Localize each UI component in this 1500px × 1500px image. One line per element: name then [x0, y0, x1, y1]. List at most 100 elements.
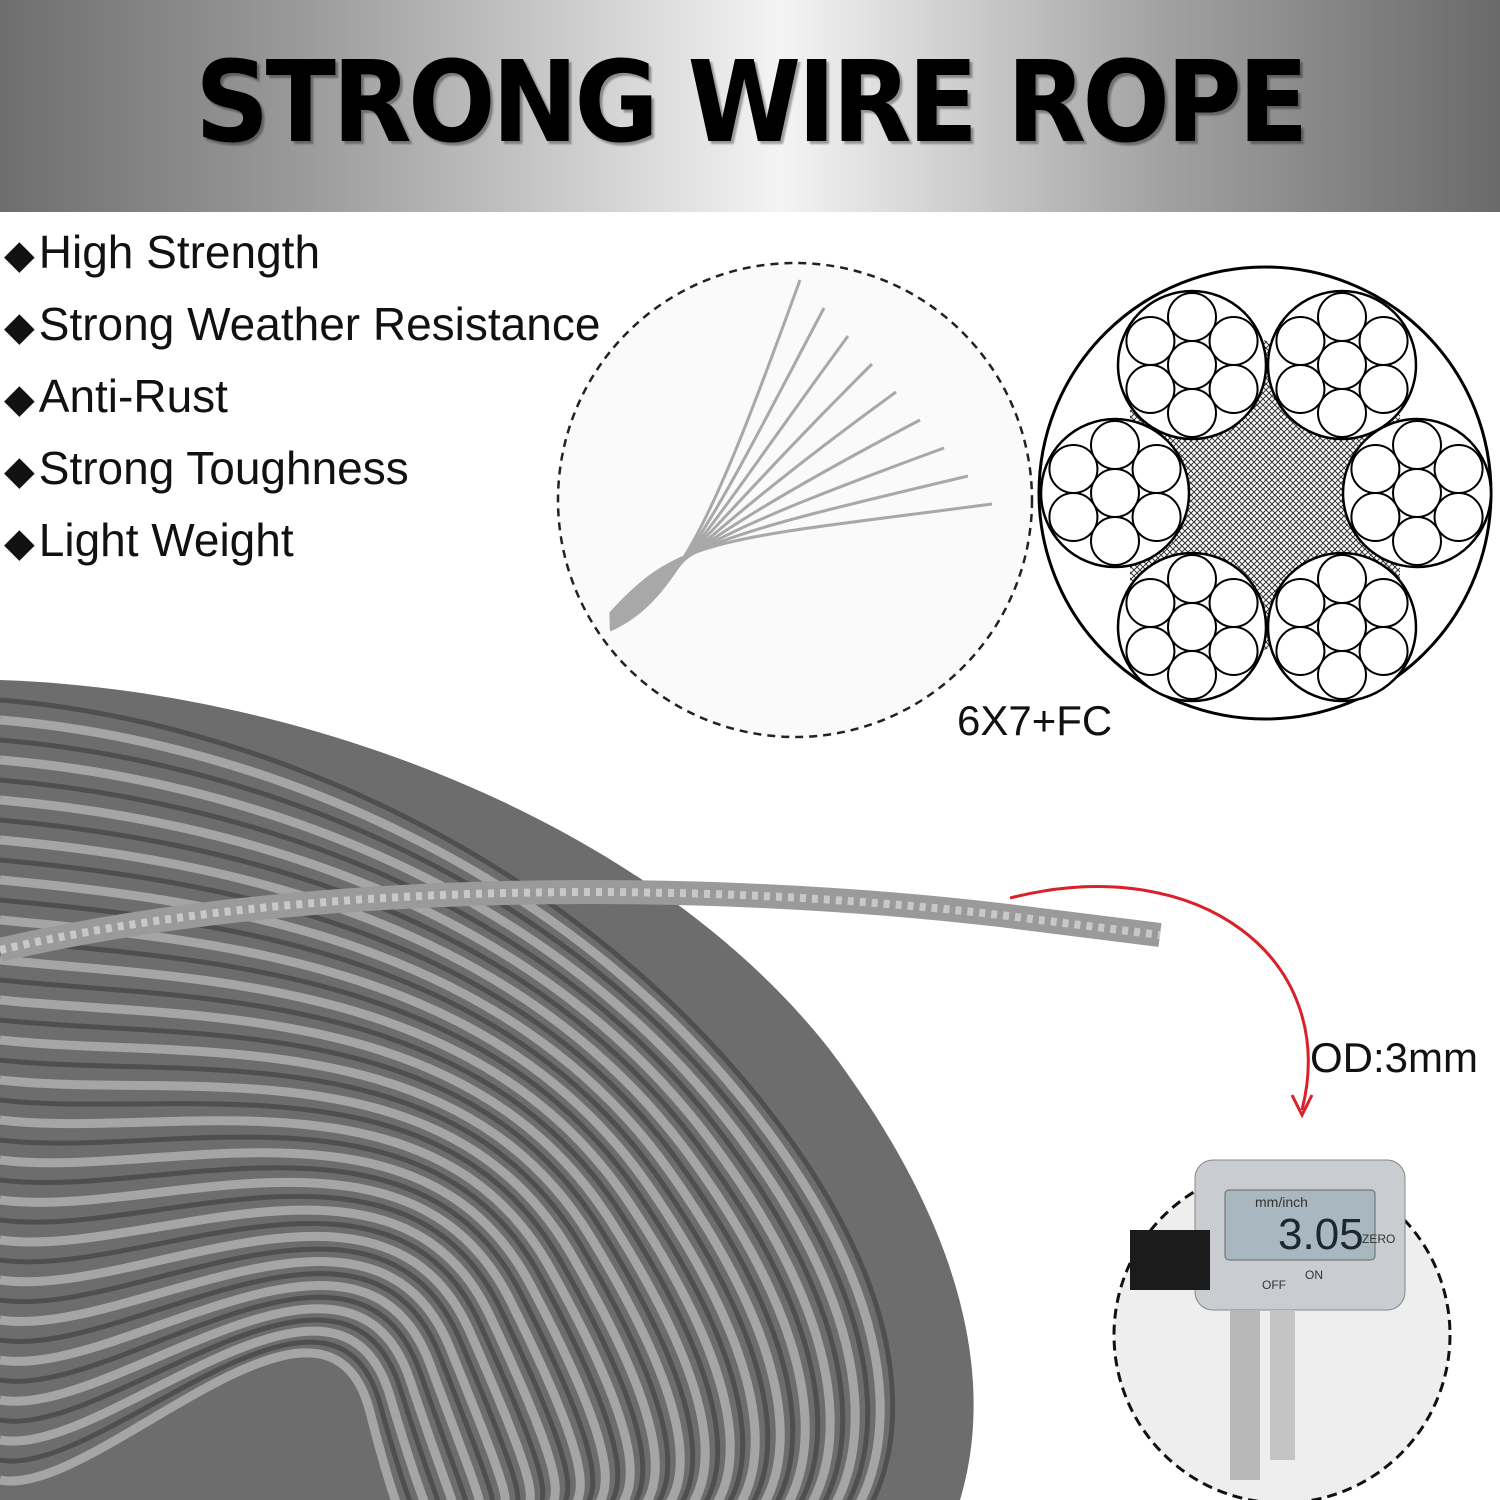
wire: [1317, 292, 1367, 342]
coil-wire: [0, 1205, 560, 1500]
coil-wire: [0, 915, 760, 1500]
wire: [1350, 444, 1401, 494]
wire: [1167, 292, 1217, 342]
wire-strand: [609, 362, 874, 626]
diamond-icon: ◆: [4, 305, 35, 349]
wire: [1275, 364, 1326, 414]
coil-wire: [0, 1148, 610, 1500]
feature-item: ◆High Strength: [4, 222, 600, 294]
wire: [1433, 444, 1484, 494]
coil-wire: [0, 995, 710, 1500]
feature-item: ◆Strong Weather Resistance: [4, 294, 600, 366]
feature-label: Light Weight: [38, 514, 294, 566]
wire: [1090, 420, 1140, 470]
coil-wire: [0, 1075, 660, 1500]
wire: [1392, 420, 1442, 470]
coil-wire: [0, 1134, 621, 1500]
coil-wire: [0, 777, 846, 1500]
coil-wire: [0, 937, 746, 1500]
wire: [1048, 444, 1099, 494]
coil-wire: [0, 1246, 521, 1500]
coil-wire: [0, 1294, 469, 1500]
feature-label: Strong Toughness: [38, 442, 409, 494]
coil-wire: [0, 1317, 441, 1500]
wire: [1125, 626, 1176, 676]
feature-item: ◆Light Weight: [4, 510, 600, 582]
on-label: ON: [1305, 1268, 1323, 1282]
diamond-icon: ◆: [4, 377, 35, 421]
wire: [1167, 554, 1217, 604]
wire: [1167, 340, 1217, 390]
off-label: OFF: [1262, 1278, 1286, 1292]
wire: [1317, 650, 1367, 700]
coil-wire: [0, 1231, 535, 1500]
page-title: STRONG WIRE ROPE: [195, 38, 1308, 168]
wire-strand: [609, 390, 897, 624]
wire: [1392, 516, 1442, 566]
wire: [1317, 602, 1367, 652]
wire: [1131, 444, 1182, 494]
feature-item: ◆Strong Toughness: [4, 438, 600, 510]
coil-wire: [0, 715, 885, 1500]
coil-wire: [0, 737, 871, 1500]
coil-wire: [0, 1035, 685, 1500]
wire: [1317, 340, 1367, 390]
feature-label: High Strength: [38, 226, 321, 278]
coil-wire: [0, 1115, 635, 1500]
coil-wire: [0, 1097, 646, 1500]
coil-wire: [0, 1221, 546, 1500]
caliper-photo: [1112, 1159, 1452, 1500]
wire: [1208, 364, 1259, 414]
wire-strand: [609, 279, 802, 632]
coil-wire: [0, 857, 796, 1500]
wire-strand: [609, 335, 850, 628]
arrow-icon: [1009, 885, 1310, 1111]
coil-wire: [0, 835, 810, 1500]
coil-wire: [0, 977, 721, 1500]
wire: [1208, 578, 1259, 628]
wire: [1392, 468, 1442, 518]
wire-strand: [609, 307, 826, 630]
wire: [1167, 650, 1217, 700]
wire-strand: [608, 502, 993, 616]
wire-strand: [608, 474, 969, 618]
feature-label: Strong Weather Resistance: [38, 298, 601, 350]
coil-wire: [0, 817, 821, 1500]
mm-inch-button: mm/inch: [1255, 1194, 1308, 1210]
diamond-icon: ◆: [4, 449, 35, 493]
coil-wire: [0, 1017, 696, 1500]
wire: [1275, 316, 1326, 366]
wire: [1317, 388, 1367, 438]
wire: [1350, 492, 1401, 542]
wire: [1090, 516, 1140, 566]
coil-wire: [0, 1326, 429, 1500]
coil-wire: [0, 1256, 510, 1500]
wire: [1167, 388, 1217, 438]
wire-strand: [608, 446, 945, 620]
wire: [1275, 626, 1326, 676]
frayed-strands: [608, 279, 993, 632]
coil-wire: [0, 1165, 596, 1500]
wire: [1317, 554, 1367, 604]
wire: [1090, 468, 1140, 518]
wire: [1208, 626, 1259, 676]
title-banner: STRONG WIRE ROPE: [0, 0, 1500, 212]
wire-rope-coil: [0, 680, 974, 1500]
wire: [1358, 364, 1409, 414]
wire: [1358, 316, 1409, 366]
wire: [1048, 492, 1099, 542]
wire: [1125, 578, 1176, 628]
coil-wire: [0, 1304, 457, 1500]
coil-wire: [0, 755, 860, 1500]
caliper-reading: 3.05: [1278, 1210, 1364, 1259]
feature-item: ◆Anti-Rust: [4, 366, 600, 438]
feature-list: ◆High Strength ◆Strong Weather Resistanc…: [4, 222, 600, 582]
coil-wire: [0, 1339, 413, 1500]
wire-strand: [609, 418, 921, 622]
cross-section-diagram: [1037, 265, 1493, 721]
wire: [1208, 316, 1259, 366]
coil-wire: [0, 1193, 571, 1500]
zero-button: ZERO: [1362, 1232, 1396, 1246]
coil-wire: [0, 1281, 484, 1500]
